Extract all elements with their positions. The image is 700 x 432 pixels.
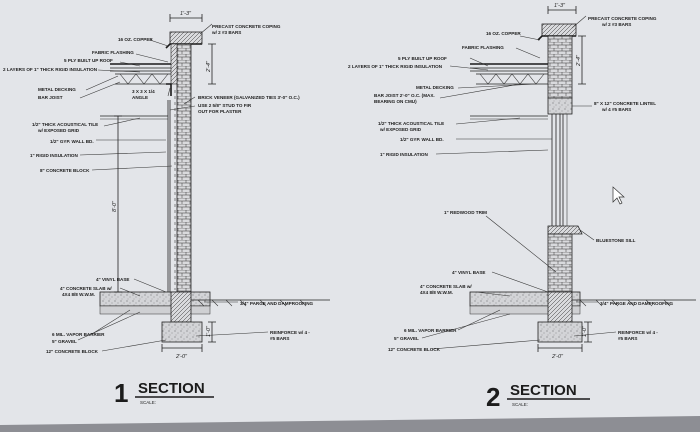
s1-coping — [169, 31, 203, 45]
s2-flashing-label: FABRIC FLASHING — [462, 45, 504, 50]
s2-tile-label: 1/2" THICK ACOUSTICAL TILE — [378, 121, 444, 126]
s2-bluestone-sill — [547, 225, 583, 235]
s2-ftg-block-label: 12" CONCRETE BLOCK — [388, 347, 441, 352]
s1-veneer-label: BRICK VENEER (GALVANIZED TIES 3'-0" O.C.… — [198, 95, 300, 100]
s1-block-label: 8" CONCRETE BLOCK — [40, 168, 90, 173]
s2-gyp-label: 1/2" GYP. WALL BD. — [400, 137, 444, 142]
s2-rigid-label: 1" RIGID INSULATION — [380, 152, 428, 157]
s1-section-number: 1 — [114, 378, 128, 408]
s2-dim-top: 1'-3" — [554, 3, 566, 9]
s2-coping-label: PRECAST CONCRETE COPING — [588, 16, 657, 21]
s2-lower-wall — [547, 233, 573, 293]
s2-section-number: 2 — [486, 382, 500, 412]
s1-decking-label: METAL DECKING — [38, 87, 76, 92]
s2-decking-label: METAL DECKING — [416, 85, 454, 90]
s2-coping — [541, 23, 577, 37]
s1-angle-label: ANGLE — [132, 95, 148, 100]
mouse-cursor-icon — [612, 186, 625, 205]
s2-lintel-label: 8" X 12" CONCRETE LINTEL — [594, 101, 656, 106]
s2-dim-parapet: 2'-4" — [576, 54, 582, 67]
s1-foundation-wall — [170, 291, 192, 323]
section-2-drawing: PRECAST CONCRETE COPING w/ 2 #3 BARS 16 … — [348, 3, 696, 412]
s1-dim-height: 8'-0" — [112, 200, 118, 212]
s2-lintel — [547, 97, 573, 115]
s1-reinforce-bars-label: #5 BARS — [270, 336, 289, 341]
s1-coping-bars-label: w/ 2 #3 BARS — [211, 30, 241, 35]
s2-section-title: SECTION — [510, 382, 577, 399]
s1-coping-label: PRECAST CONCRETE COPING — [212, 24, 281, 29]
s2-parge-label: 3/4" PARGE AND DAMPROOFING — [600, 301, 674, 306]
s2-slab-wwm-label: 4X4 8/8 W.W.M. — [420, 290, 453, 295]
s2-lintel-bars-label: w/ 4 #5 BARS — [601, 107, 631, 112]
s2-insulation-label: 2 LAYERS OF 1" THICK RIGID INSULATION — [348, 64, 443, 69]
s1-tile-label: 1/2" THICK ACOUSTICAL TILE — [32, 122, 98, 127]
s1-rigid-label: 1" RIGID INSULATION — [30, 153, 78, 158]
s2-reinforce-bars-label: #5 BARS — [618, 336, 637, 341]
s1-slab-wwm-label: 4X4 8/8 W.W.M. — [62, 292, 95, 297]
s2-foundation-wall — [547, 291, 573, 323]
s2-gravel — [469, 305, 581, 315]
s1-insulation-label: 2 LAYERS OF 1" THICK RIGID INSULATION — [3, 67, 98, 72]
s2-roof-label: 5 PLY BUILT UP ROOF — [398, 56, 447, 61]
s2-slab-label: 4" CONCRETE SLAB w/ — [420, 284, 472, 289]
s2-coping-bars-label: w/ 2 #3 BARS — [601, 22, 631, 27]
s1-slab-label: 4" CONCRETE SLAB w/ — [60, 286, 112, 291]
s1-tile-grid-label: w/ EXPOSED GRID — [37, 128, 80, 133]
s1-stud-label: USE 2 5/8" STUD TO FIR — [198, 103, 252, 108]
s1-copper-label: 16 OZ. COPPER — [118, 37, 153, 42]
s1-stud-label-2: OUT FOR PLASTER — [198, 109, 242, 114]
s1-scale-label: SCALE: — [140, 400, 156, 405]
s1-joist-label: BAR JOIST — [38, 95, 63, 100]
s1-ftg-block-label: 12" CONCRETE BLOCK — [46, 349, 99, 354]
s1-vapor-label: 6 MIL. VAPOR BARRIER — [52, 332, 105, 337]
section-1-drawing: PRECAST CONCRETE COPING w/ 2 #3 BARS 16 … — [3, 11, 330, 408]
s1-dim-footing: 2'-0" — [175, 354, 188, 360]
s2-footing — [537, 321, 583, 343]
s1-dim-top: 1'-3" — [180, 11, 192, 17]
s2-copper-label: 16 OZ. COPPER — [486, 31, 521, 36]
s2-sill-label: BLUESTONE SILL — [596, 238, 636, 243]
paper-shadow — [0, 416, 700, 432]
s2-dim-footing: 2'-0" — [551, 354, 564, 360]
s2-tile-grid-label: w/ EXPOSED GRID — [379, 127, 422, 132]
s1-footing — [161, 321, 203, 343]
s1-dim-footing-h: 1'-0" — [206, 325, 212, 337]
s1-brick-veneer — [176, 43, 192, 293]
s1-dim-parapet: 2'-4" — [206, 60, 212, 73]
s2-reinforce-label: REINFORCE w/ 4 - — [618, 330, 658, 335]
s2-joist-bearing-label: BEARING ON CMU) — [374, 99, 417, 104]
s2-gravel-label: 5" GRAVEL — [394, 336, 419, 341]
s2-redwood-label: 1" REDWOOD TRIM — [444, 210, 487, 215]
s2-vapor-label: 6 MIL. VAPOR BARRIER — [404, 328, 457, 333]
s1-gyp-label: 1/2" GYP. WALL BD. — [50, 139, 94, 144]
s1-flashing-label: FABRIC FLASHING — [92, 50, 134, 55]
s1-section-title: SECTION — [138, 380, 205, 397]
s1-vinyl-label: 4" VINYL BASE — [96, 277, 130, 282]
s1-roof-label: 5 PLY BUILT UP ROOF — [64, 58, 113, 63]
s2-scale-label: SCALE: — [512, 402, 528, 407]
s1-parge-label: 3/4" PARGE AND DAMPROOFING — [240, 301, 314, 306]
s2-dim-footing-h: 1'-0" — [582, 325, 588, 337]
s1-gravel-label: 5" GRAVEL — [52, 339, 77, 344]
s2-brick-wall — [547, 35, 573, 99]
s1-cmu-wall — [170, 43, 178, 85]
s1-reinforce-label: REINFORCE w/ 4 - — [270, 330, 310, 335]
s2-joist-label: BAR JOIST 2'-0" O.C. (MAX. — [374, 93, 435, 98]
s1-angle-size-label: 3 X 3 X 1/4 — [132, 89, 155, 94]
s1-slab — [99, 291, 211, 307]
s2-vinyl-label: 4" VINYL BASE — [452, 270, 486, 275]
s1-gravel — [99, 305, 211, 315]
